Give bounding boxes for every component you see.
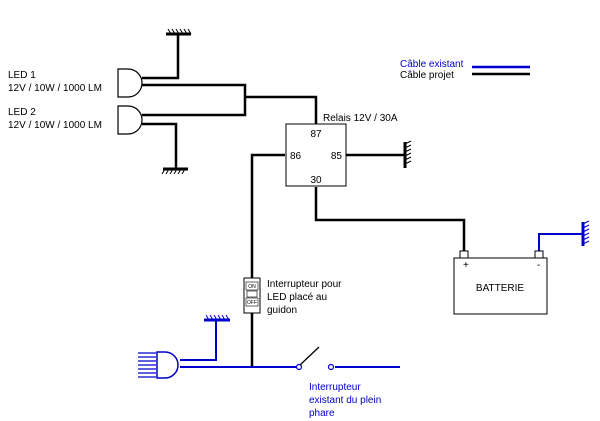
battery-box	[453, 257, 548, 315]
legend: Câble existant Câble projet	[400, 59, 530, 81]
ground-icon	[204, 314, 230, 322]
ground-icon	[403, 140, 412, 168]
switch-toggle	[246, 290, 258, 298]
led2-labels: LED 2 12V / 10W / 1000 LM	[8, 107, 102, 131]
existing-wiring	[180, 233, 582, 368]
highbeam-switch-line2: existant du plein	[309, 395, 381, 406]
relay-pin-30: 30	[310, 175, 322, 186]
battery-plus-label: +	[463, 260, 469, 271]
relay-pin-87: 87	[310, 129, 322, 140]
project-wiring	[142, 34, 466, 367]
led1-name: LED 1	[8, 70, 36, 81]
led-lamp-icon	[117, 68, 143, 98]
ground-icon	[161, 167, 188, 175]
handlebar-switch-line2: LED placé au	[267, 292, 327, 303]
relay-title: Relais 12V / 30A	[323, 113, 398, 124]
ground-icon	[166, 28, 192, 36]
legend-project-label: Câble projet	[400, 70, 454, 81]
handlebar-switch[interactable]: ON OFF	[243, 277, 261, 314]
switch-off-cell	[245, 297, 259, 307]
led-lamp-icon	[117, 105, 143, 135]
handlebar-switch-line1: Interrupteur pour	[267, 279, 342, 290]
battery-label: BATTERIE	[476, 283, 524, 294]
switch-icon	[295, 346, 335, 371]
highbeam-switch-line1: Interrupteur	[309, 382, 361, 393]
handlebar-switch-line3: guidon	[267, 305, 297, 316]
highbeam-switch-line3: phare	[309, 408, 335, 419]
handlebar-switch-caption: Interrupteur pour LED placé au guidon	[267, 279, 342, 316]
highbeam-switch-caption: Interrupteur existant du plein phare	[309, 382, 381, 419]
led2-name: LED 2	[8, 107, 36, 118]
switch-off-label: OFF	[247, 300, 257, 306]
relay-pin-85: 85	[331, 151, 343, 162]
headlight-icon	[138, 351, 179, 379]
led1-labels: LED 1 12V / 10W / 1000 LM	[8, 70, 102, 94]
switch-on-cell	[245, 281, 259, 291]
relay-box	[285, 123, 347, 187]
battery-minus-terminal	[534, 250, 544, 259]
battery-plus-terminal	[459, 250, 469, 259]
relay-pin-86: 86	[290, 151, 302, 162]
switch-on-label: ON	[248, 284, 256, 290]
led1-spec: 12V / 10W / 1000 LM	[8, 83, 102, 94]
legend-existing-label: Câble existant	[400, 59, 464, 70]
ground-icon	[581, 220, 590, 246]
led2-spec: 12V / 10W / 1000 LM	[8, 120, 102, 131]
battery-minus-label: -	[537, 260, 540, 271]
